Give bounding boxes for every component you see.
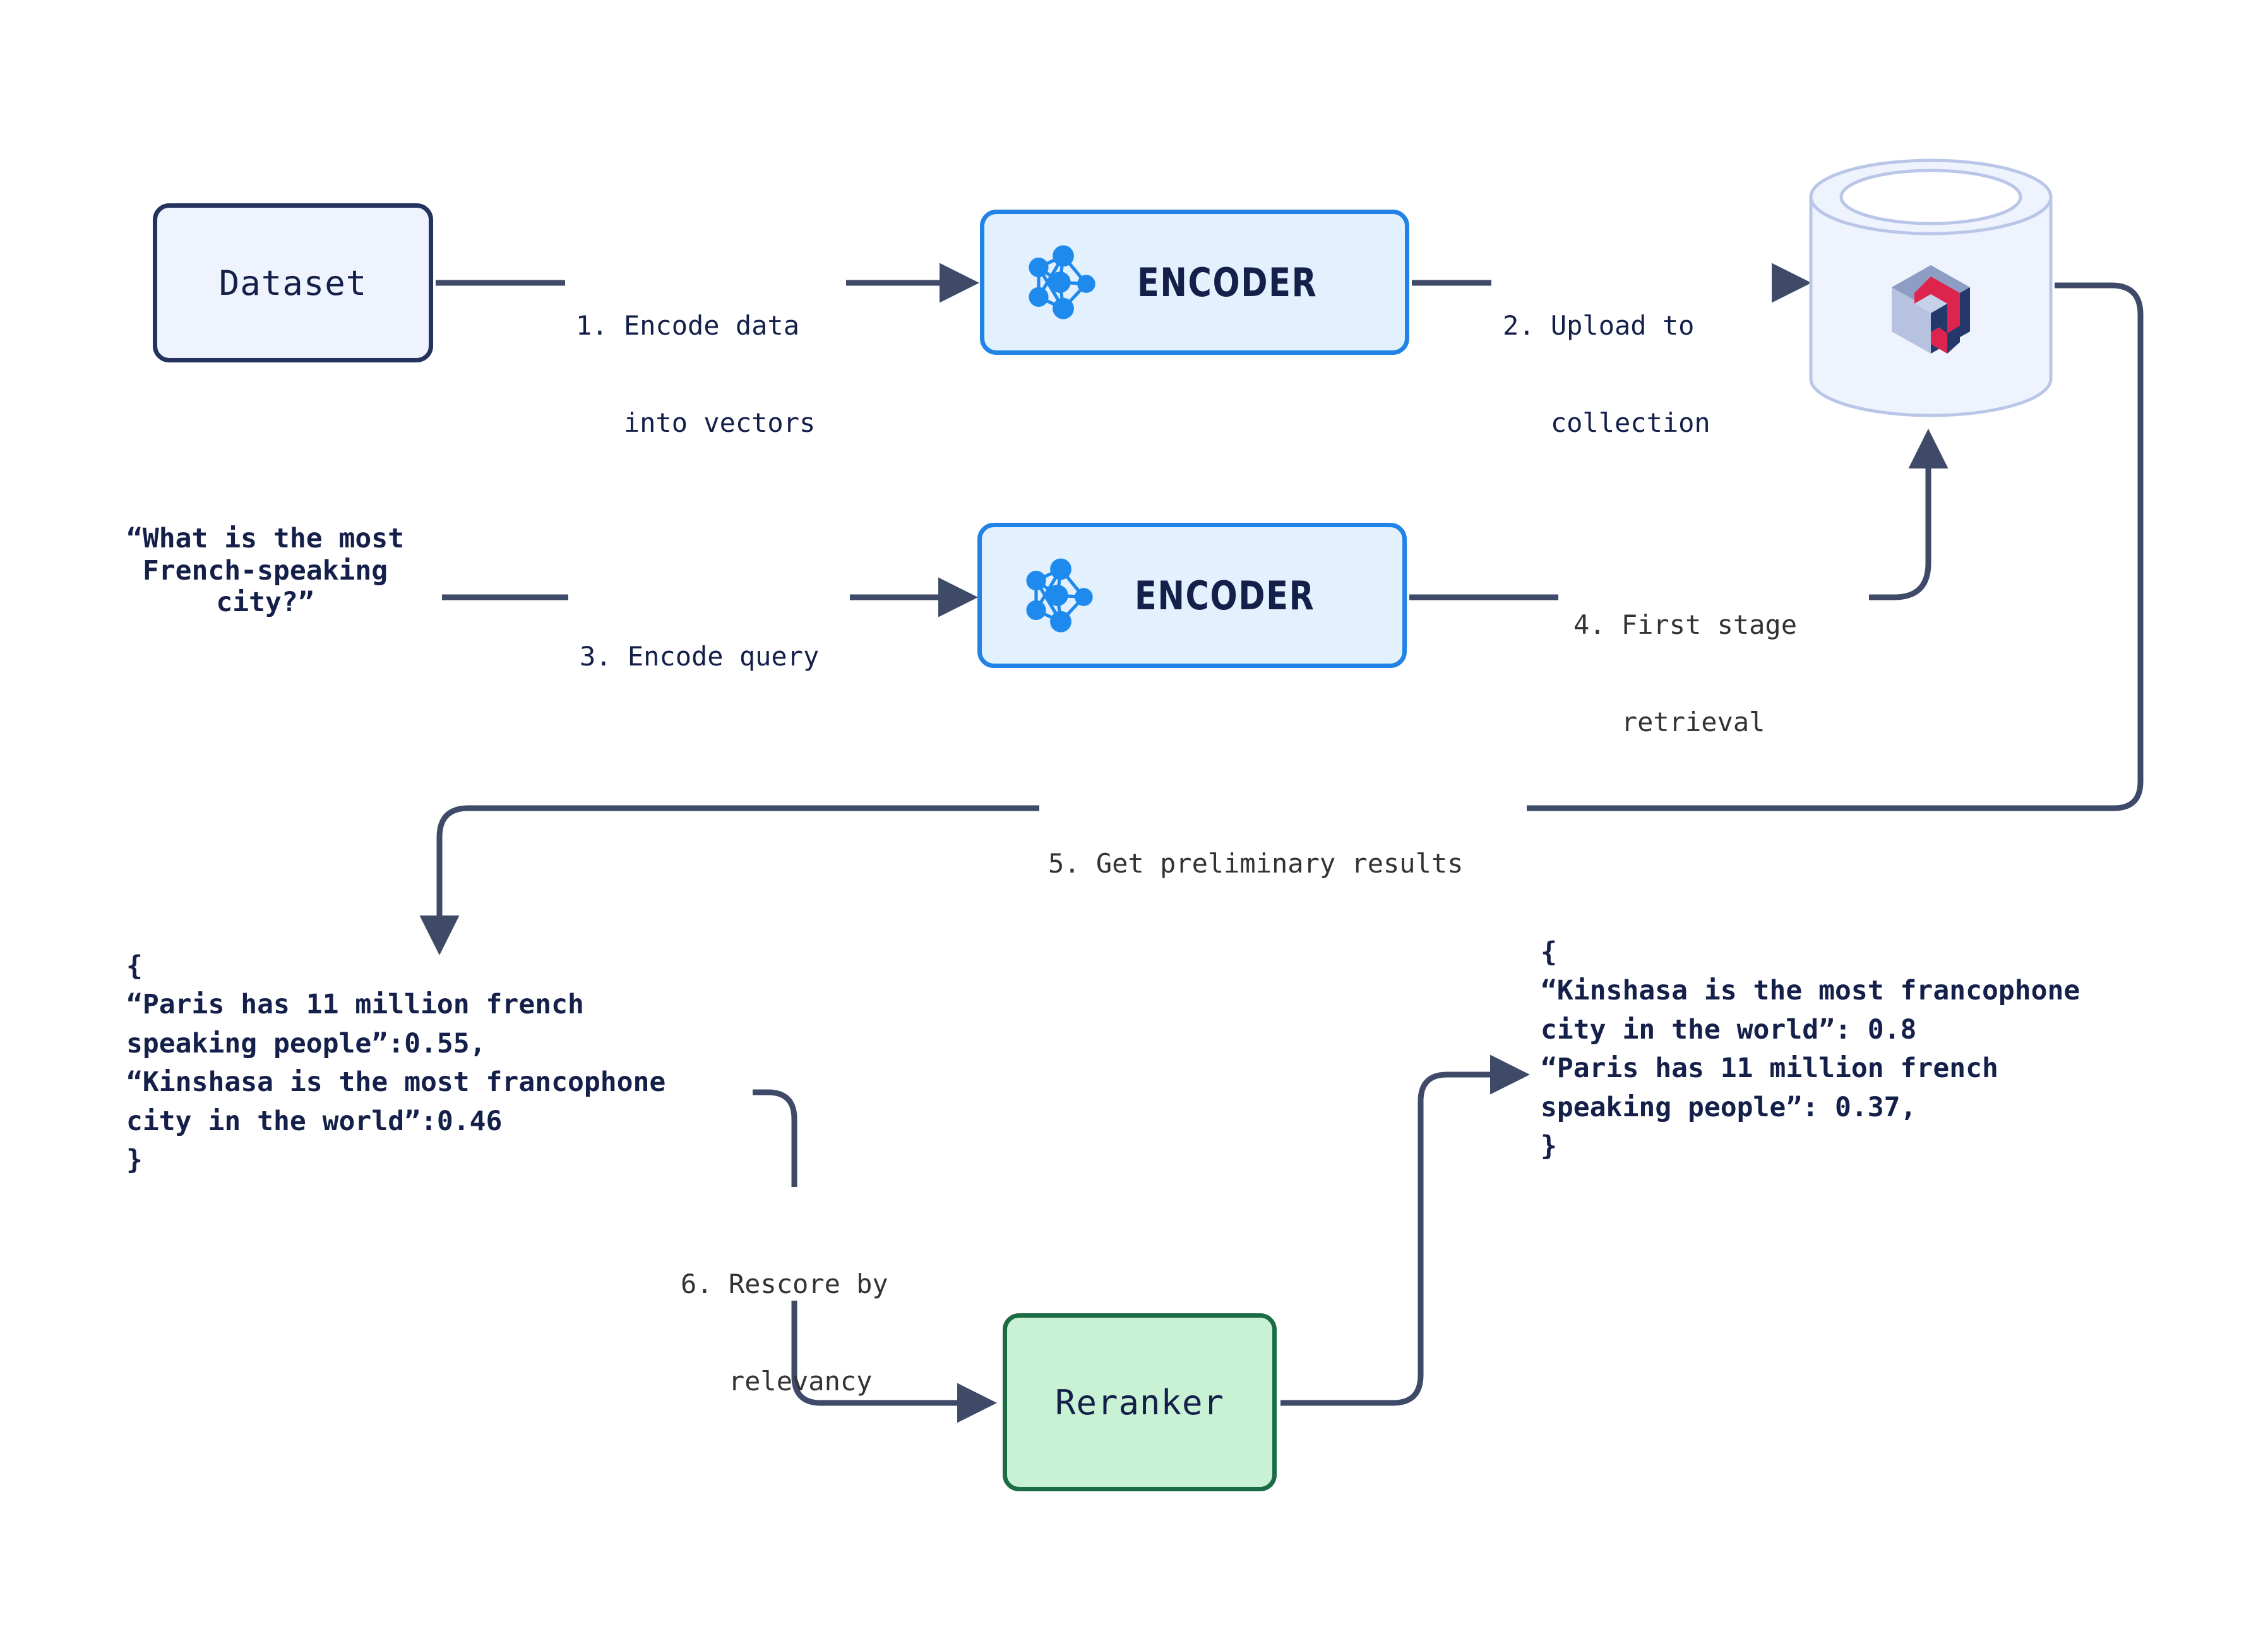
step-2-line-1: 2. Upload to: [1503, 310, 1695, 342]
step-label-6: 6. Rescore by relevancy: [681, 1203, 888, 1462]
step-6-line-2: relevancy: [681, 1366, 873, 1397]
dataset-node[interactable]: Dataset: [153, 203, 433, 362]
step-5-line-1: 5. Get preliminary results: [1048, 848, 1464, 880]
edge-preliminary-to-reranker-a: [753, 1089, 797, 1187]
step-label-4: 4. First stage retrieval: [1573, 544, 1797, 803]
edge-db-to-preliminary-b: [419, 805, 1039, 955]
reranker-label: Reranker: [1054, 1382, 1225, 1422]
step-4-line-1: 4. First stage: [1573, 609, 1798, 641]
edge-encoder2-to-db-b: [1869, 429, 1949, 600]
cylinder-shape: [1809, 158, 2053, 417]
step-label-5: 5. Get preliminary results: [1048, 783, 1463, 945]
step-4-line-2: retrieval: [1573, 707, 1765, 738]
edge-reranker-to-reranked: [1280, 1054, 1530, 1406]
vector-database-node[interactable]: [1807, 158, 2055, 418]
neural-network-icon: [1029, 245, 1095, 319]
encoder-node-1[interactable]: ENCODER: [980, 210, 1409, 355]
dataset-label: Dataset: [218, 263, 367, 303]
preliminary-results-json: { “Paris has 11 million french speaking …: [126, 950, 666, 1176]
step-1-line-1: 1. Encode data: [576, 310, 800, 342]
neural-network-icon: [1026, 558, 1093, 633]
encoder-node-2[interactable]: ENCODER: [977, 523, 1407, 668]
encoder-label: ENCODER: [1137, 259, 1318, 306]
query-line-3: city?”: [216, 587, 314, 619]
reranked-results-json: { “Kinshasa is the most francophone city…: [1541, 936, 2080, 1162]
step-label-2: 2. Upload to collection: [1503, 245, 1710, 504]
qdrant-logo-icon: [1892, 265, 1970, 354]
step-6-line-1: 6. Rescore by: [681, 1268, 888, 1300]
query-line-1: “What is the most: [126, 523, 405, 554]
step-label-3: 3. Encode query: [580, 576, 819, 737]
query-text: “What is the most French-speaking city?”: [95, 523, 436, 619]
step-1-line-2: into vectors: [576, 407, 816, 439]
step-2-line-2: collection: [1503, 407, 1710, 439]
step-3-line-1: 3. Encode query: [580, 641, 820, 672]
reranker-node[interactable]: Reranker: [1003, 1313, 1277, 1491]
query-line-2: French-speaking: [142, 554, 388, 587]
encoder-label: ENCODER: [1135, 572, 1315, 619]
step-label-1: 1. Encode data into vectors: [576, 245, 815, 504]
